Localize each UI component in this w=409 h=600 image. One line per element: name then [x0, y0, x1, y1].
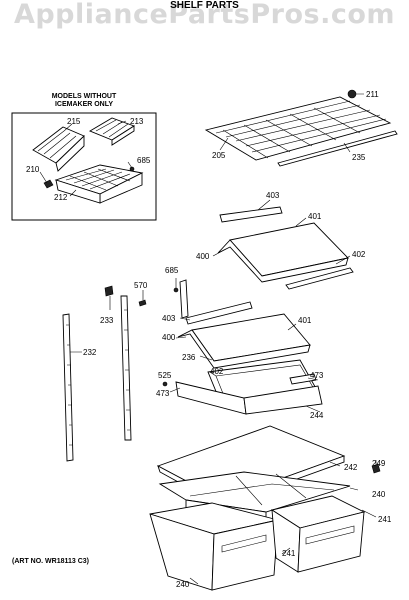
screw-part-685 — [173, 287, 179, 293]
callout-205: 205 — [212, 151, 226, 160]
callout-473-left: 473 — [156, 389, 170, 398]
ice-bin-part-212 — [54, 164, 144, 204]
inset-heading-line2: ICEMAKER ONLY — [55, 101, 113, 108]
callout-400-upper: 400 — [196, 252, 210, 261]
callout-213: 213 — [130, 117, 144, 126]
inset-heading-line1: MODELS WITHOUT — [52, 93, 117, 100]
callout-233: 233 — [100, 316, 114, 325]
crisper-drawer-left-part-240: 240 — [149, 502, 279, 591]
glass-shelf-assembly-middle: 685 403 401 400 236 — [162, 266, 312, 369]
callout-402-upper: 402 — [352, 250, 366, 259]
page-title: SHELF PARTS — [170, 0, 239, 11]
art-number: (ART NO. WR18113 C3) — [12, 558, 89, 565]
callout-241-right: 241 — [378, 515, 392, 524]
crisper-drawer-right-part-241: 241 — [270, 495, 366, 573]
callout-235: 235 — [352, 153, 366, 162]
screw-part-570 — [138, 299, 147, 307]
callout-401-upper: 401 — [308, 212, 322, 221]
callout-403-middle: 403 — [162, 314, 176, 323]
watermark-text: AppliancePartsPros.com — [13, 0, 396, 30]
wire-shelf-part-205 — [204, 96, 392, 161]
ice-tray-part-213 — [88, 117, 136, 146]
glass-shelf-assembly-upper: 403 401 400 402 — [196, 191, 366, 290]
callout-244: 244 — [310, 411, 324, 420]
callout-211: 211 — [366, 90, 379, 99]
callout-402-lower: 402 — [210, 367, 224, 376]
slide-shelf-assembly: 402 525 473 473 244 — [156, 359, 324, 420]
callout-242: 242 — [344, 463, 358, 472]
callout-215: 215 — [67, 117, 81, 126]
ice-tray-part-215 — [32, 126, 85, 172]
shelf-rail-part-232 — [62, 313, 74, 462]
callout-570: 570 — [134, 281, 148, 290]
callout-685-inset: 685 — [137, 156, 151, 165]
callout-525: 525 — [158, 371, 172, 380]
callout-403-upper: 403 — [266, 191, 280, 200]
screw-part-525 — [162, 381, 168, 387]
callout-236: 236 — [182, 353, 196, 362]
callout-210: 210 — [26, 165, 40, 174]
callout-240-left: 240 — [176, 580, 190, 589]
callout-232: 232 — [83, 348, 97, 357]
callout-212: 212 — [54, 193, 68, 202]
callout-249: 249 — [372, 459, 386, 468]
callout-240-right: 240 — [372, 490, 386, 499]
clip-part-210 — [43, 179, 54, 189]
callout-473-right: 473 — [310, 371, 324, 380]
clip-part-249 — [371, 463, 381, 474]
callout-241-left: 241 — [282, 549, 296, 558]
callout-401-middle: 401 — [298, 316, 312, 325]
callout-400-middle: 400 — [162, 333, 176, 342]
shelf-trim-part-235 — [277, 130, 398, 167]
shelf-rail-part-233 — [104, 285, 132, 441]
inset-box: MODELS WITHOUT ICEMAKER ONLY 215 213 21 — [11, 93, 157, 221]
callout-685: 685 — [165, 266, 179, 275]
screw-part-685-inset — [129, 166, 135, 172]
end-cap-part-211 — [347, 89, 357, 99]
